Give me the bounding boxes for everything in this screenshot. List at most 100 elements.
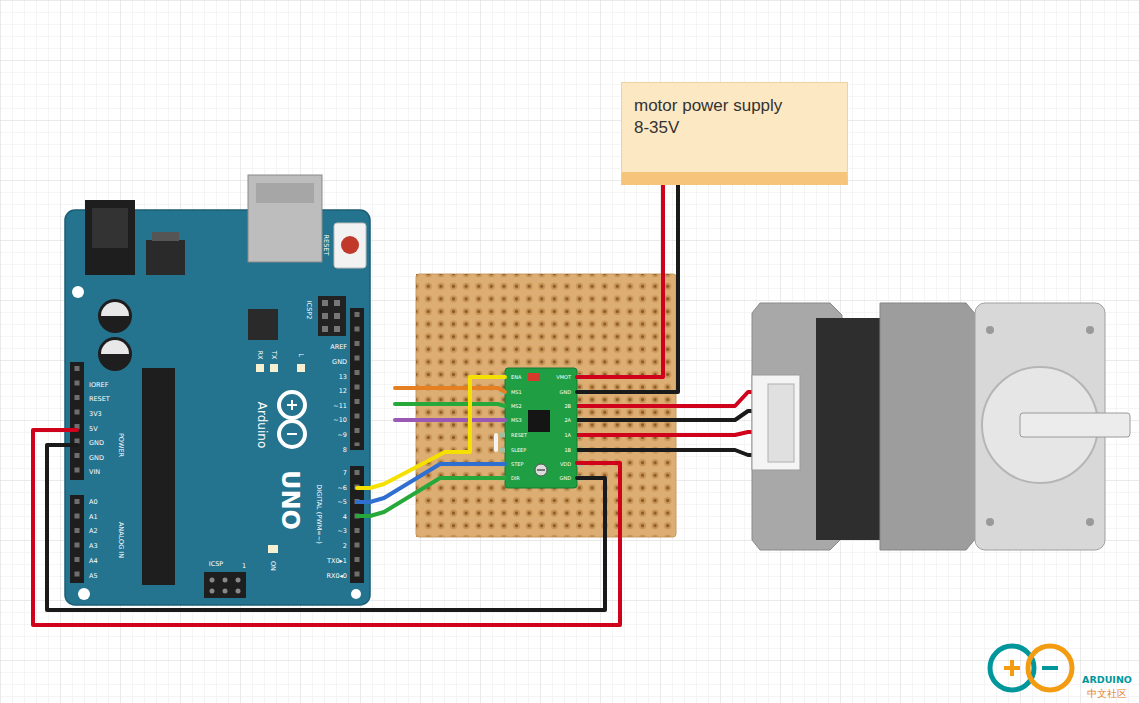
motor-wire bbox=[577, 392, 775, 455]
a4988-driver-board bbox=[505, 368, 577, 488]
arduino-uno-board bbox=[85, 200, 135, 275]
arduino-uno-board bbox=[70, 495, 84, 583]
board-label: ~11 bbox=[333, 403, 347, 410]
arduino-uno-board bbox=[270, 364, 278, 372]
arduino-board: RESETICSP2RXTXLAREFGND1312~11~10~987~6~5… bbox=[65, 210, 370, 605]
arduino-uno-board bbox=[92, 208, 128, 248]
pin-label: MS1 bbox=[511, 390, 522, 395]
board-label: ON bbox=[270, 561, 277, 571]
board-label: ANALOG IN bbox=[118, 522, 125, 558]
board-label: IOREF bbox=[89, 382, 108, 389]
arduino-uno-board bbox=[98, 337, 132, 371]
header-pins bbox=[355, 312, 360, 580]
board-label: UNO bbox=[278, 470, 302, 530]
motor-wire bbox=[577, 432, 775, 435]
a4988-driver-board bbox=[528, 410, 550, 432]
arduino-cn-logo bbox=[1042, 666, 1058, 670]
board-label: L bbox=[298, 353, 305, 357]
wire bbox=[370, 478, 505, 516]
board-label: 4 bbox=[343, 514, 347, 521]
pin-label: MS2 bbox=[511, 404, 522, 409]
wire bbox=[370, 464, 505, 502]
arduino-uno-board bbox=[322, 326, 328, 332]
a4988-driver-board bbox=[505, 368, 577, 488]
board-label: DIGITAL (PWM=~) bbox=[316, 484, 323, 543]
arduino-uno-board bbox=[248, 175, 322, 262]
note-text: motor power supply 8-35V bbox=[634, 95, 799, 139]
arduino-uno-board bbox=[236, 589, 241, 594]
board-label: RESET bbox=[89, 396, 110, 403]
watermark-text: ARDUINO bbox=[1082, 675, 1132, 685]
arduino-cn-logo bbox=[1004, 660, 1020, 676]
note-box: motor power supply 8-35V bbox=[621, 82, 848, 185]
pin-label: VDD bbox=[560, 462, 571, 467]
arduino-uno-board bbox=[297, 364, 305, 372]
board-label: GND bbox=[332, 359, 347, 366]
board-label: 13 bbox=[339, 374, 347, 381]
driver-board: ENAMS1MS2MS3RESETSLEEPSTEPDIRVMOTGND2B2A… bbox=[505, 368, 577, 488]
arduino-uno-board bbox=[78, 588, 90, 600]
board-label: 5V bbox=[89, 426, 98, 433]
arduino-uno-board bbox=[268, 545, 278, 553]
arduino-uno-board bbox=[248, 309, 278, 340]
driver-pin-pads bbox=[499, 377, 583, 478]
arduino-uno-board bbox=[223, 578, 228, 583]
arduino-uno-board bbox=[142, 368, 175, 585]
stepper-motor bbox=[752, 303, 1130, 550]
loose-wire bbox=[395, 388, 505, 392]
pin-label: SLEEP bbox=[511, 448, 526, 453]
loose-wire bbox=[395, 418, 505, 422]
arduino-uno-board bbox=[256, 183, 314, 203]
arduino-uno-board bbox=[204, 572, 246, 598]
pin-label: 2A bbox=[564, 418, 571, 423]
loose-wire bbox=[395, 404, 505, 406]
stepper-motor bbox=[768, 384, 794, 462]
pin-label: MS3 bbox=[511, 418, 522, 423]
arduino-uno-board bbox=[351, 589, 361, 599]
arduino-uno-board bbox=[287, 400, 297, 434]
board-label: 3V3 bbox=[89, 411, 102, 418]
pin-label: 1A bbox=[564, 433, 571, 438]
board-label: ~6 bbox=[337, 485, 347, 492]
header-pins bbox=[77, 312, 360, 580]
board-label: ~3 bbox=[337, 528, 347, 535]
pin-label: STEP bbox=[511, 462, 523, 467]
board-label: ICSP bbox=[209, 561, 224, 568]
board-label: POWER bbox=[118, 433, 125, 457]
board-label: A3 bbox=[89, 543, 98, 550]
board-label: 2 bbox=[343, 543, 347, 550]
stepper-motor bbox=[1086, 518, 1094, 526]
arduino-uno-board bbox=[350, 466, 364, 583]
board-label: 8 bbox=[343, 447, 347, 454]
arduino-uno-board bbox=[65, 175, 370, 605]
arduino-uno-board bbox=[334, 313, 340, 319]
arduino-uno-board bbox=[334, 326, 340, 332]
wire bbox=[577, 185, 678, 392]
arduino-uno-board bbox=[236, 578, 241, 583]
a4988-driver-board bbox=[528, 373, 540, 381]
stepper-motor bbox=[1086, 326, 1094, 334]
pin-label: RESET bbox=[511, 433, 527, 438]
stepper-motor bbox=[752, 375, 800, 470]
board-label: ~9 bbox=[337, 432, 347, 439]
board-label: TX bbox=[271, 351, 278, 359]
arduino-uno-board bbox=[72, 286, 84, 298]
board-label: AREF bbox=[330, 344, 347, 351]
board-label: ~10 bbox=[333, 417, 347, 424]
a4988-driver-board bbox=[535, 464, 547, 476]
board-label: RESET bbox=[323, 235, 330, 256]
arduino-uno-board bbox=[334, 223, 366, 268]
arduino-cn-logo bbox=[1028, 646, 1072, 690]
arduino-uno-board bbox=[223, 589, 228, 594]
arduino-uno-board bbox=[322, 300, 328, 306]
pin-label: ENA bbox=[511, 375, 521, 380]
board-label: A0 bbox=[89, 499, 98, 506]
arduino-uno-board bbox=[70, 362, 84, 480]
board-label: ~5 bbox=[337, 499, 347, 506]
